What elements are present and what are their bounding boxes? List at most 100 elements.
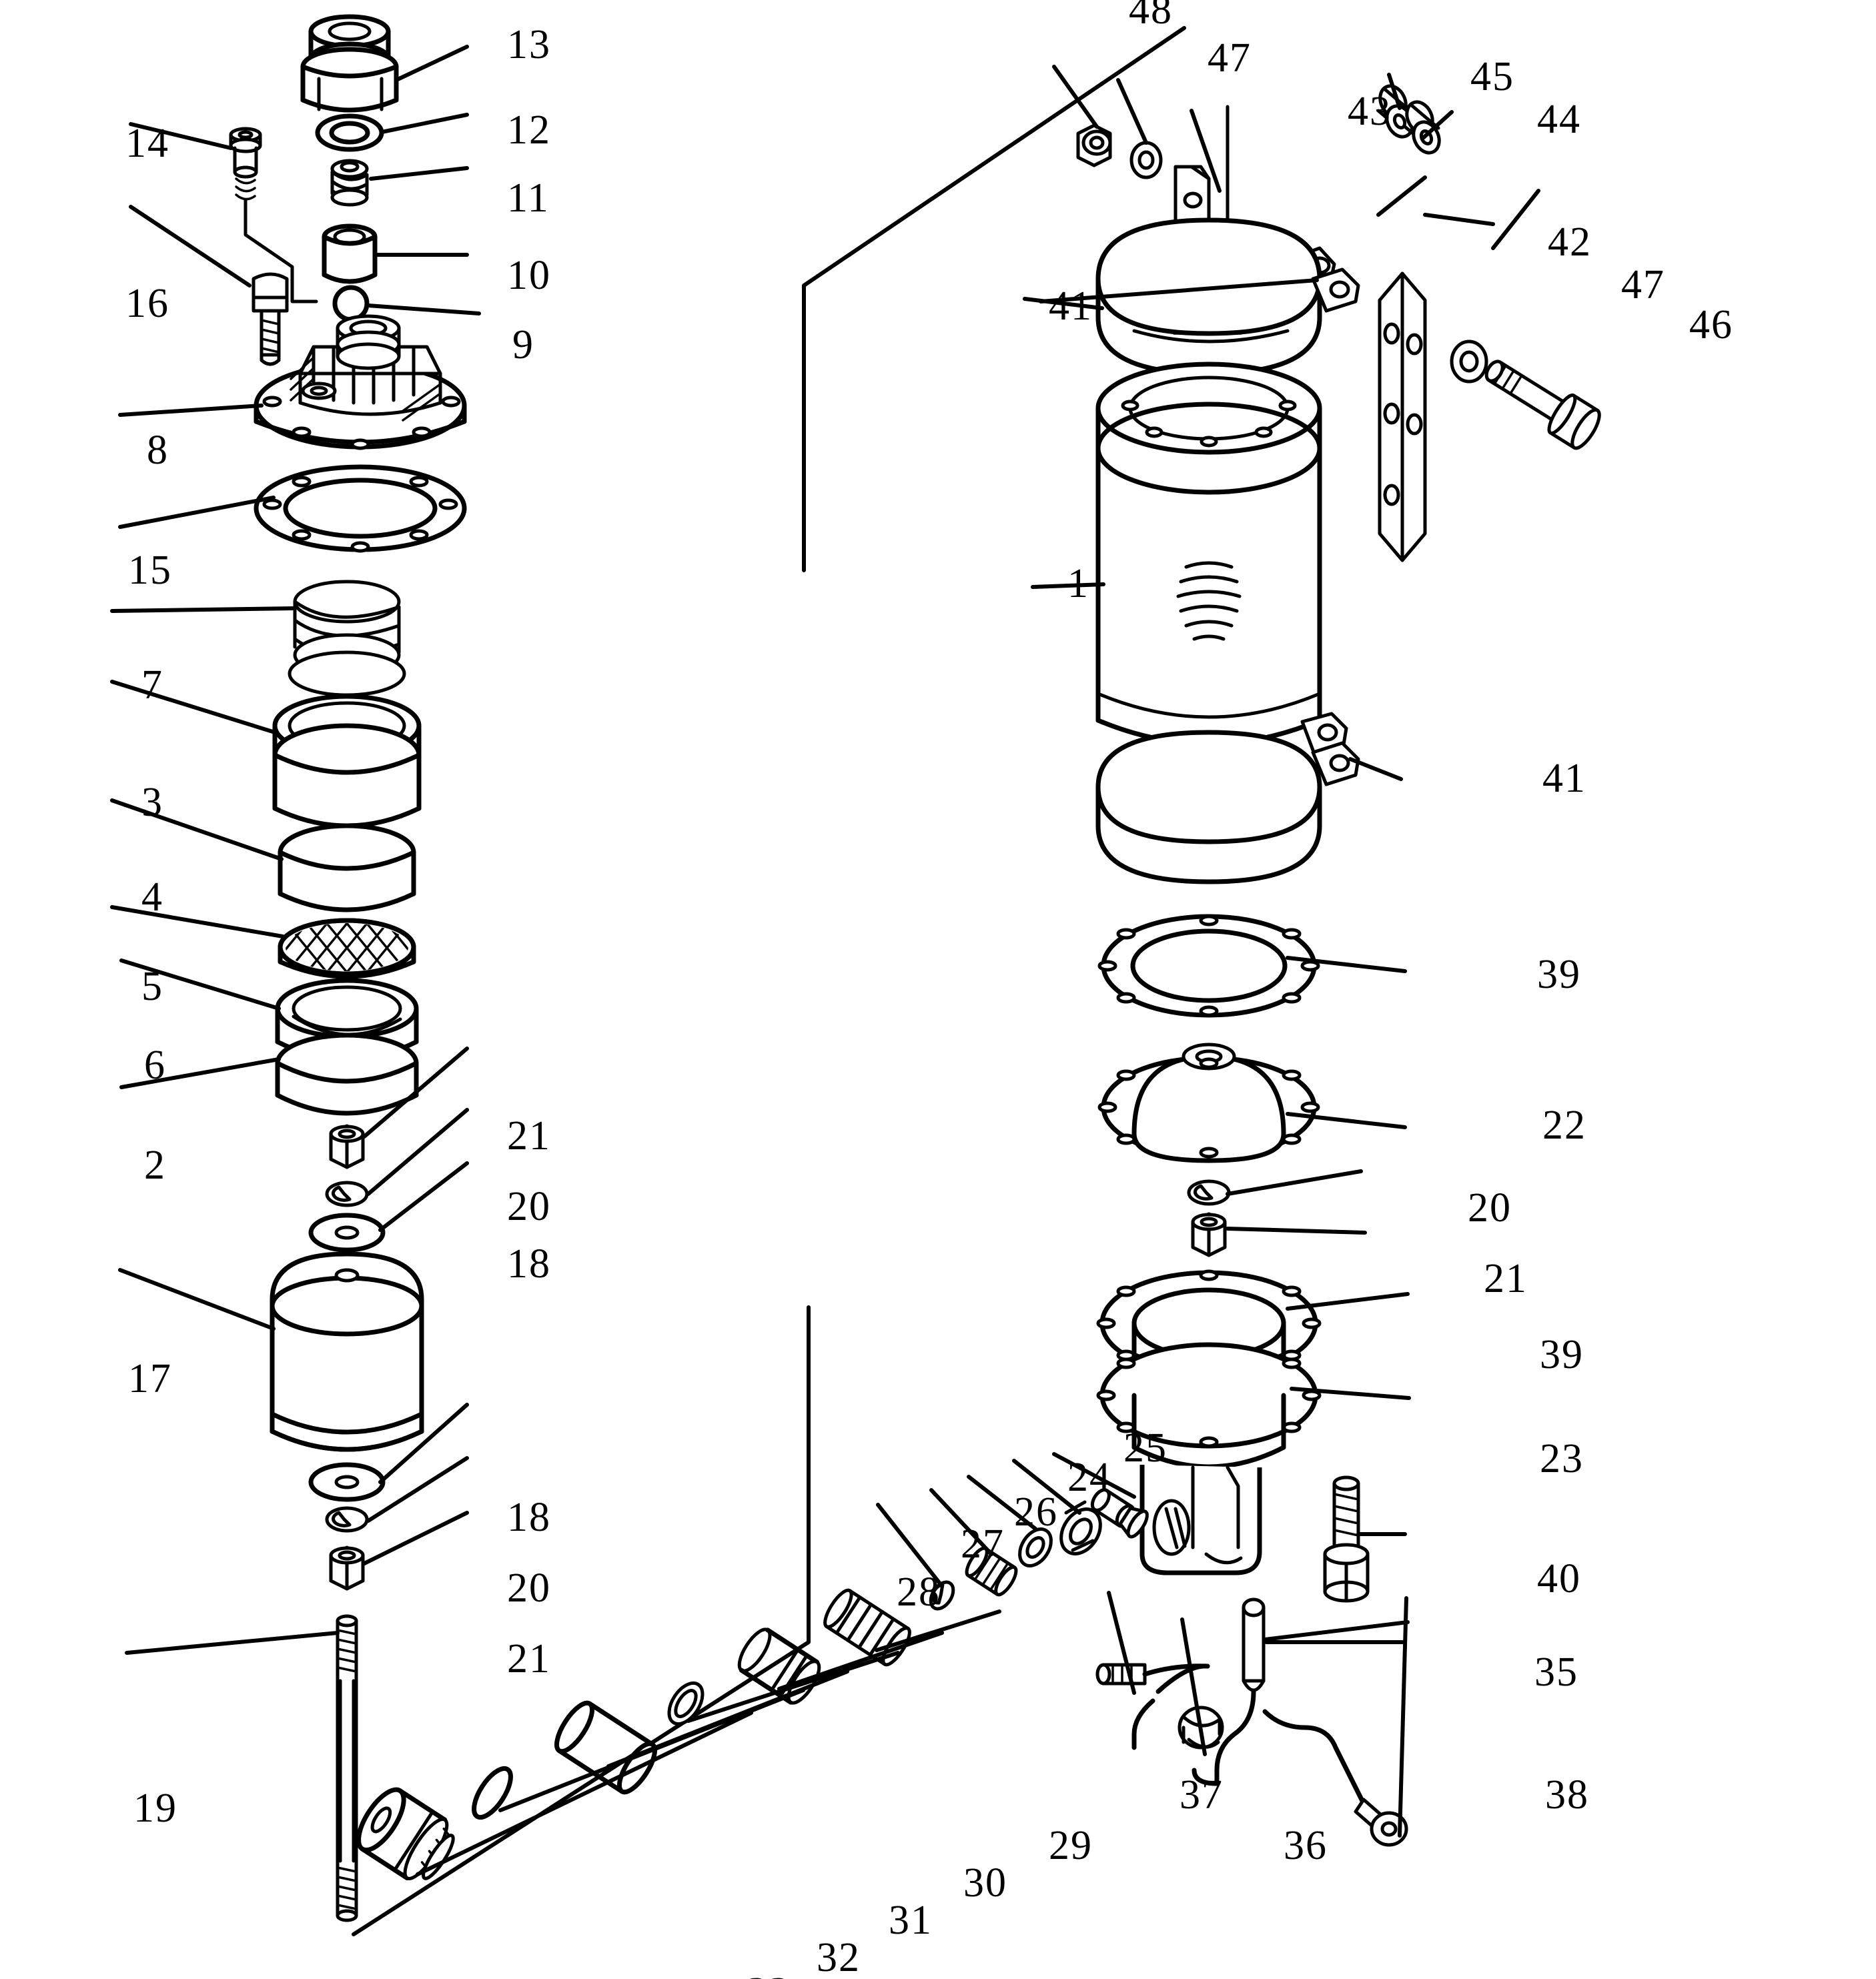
part-47a-washer — [1129, 141, 1163, 179]
callout-3: 3 — [141, 780, 163, 825]
part-11-small-spring — [330, 159, 369, 207]
callout-38: 38 — [1545, 1772, 1589, 1818]
callout-47b: 47 — [1621, 262, 1665, 307]
part-30-piston — [737, 1627, 821, 1705]
part-33-o-ring — [472, 1766, 513, 1820]
callout-48: 48 — [1129, 0, 1173, 33]
callout-1: 1 — [1067, 561, 1089, 606]
callout-23: 23 — [1540, 1436, 1584, 1481]
callout-9: 9 — [512, 322, 534, 368]
part-39a-flange-gasket — [1097, 914, 1320, 1018]
part-42-angle-bracket — [1378, 271, 1427, 562]
part-46-hex-bolt — [1484, 360, 1601, 450]
callout-17: 17 — [128, 1356, 172, 1401]
part-26-washer — [1018, 1527, 1053, 1567]
callout-21c: 21 — [1484, 1256, 1528, 1301]
callout-13: 13 — [507, 22, 551, 67]
callout-30: 30 — [963, 1860, 1007, 1906]
callout-39b: 39 — [1540, 1332, 1584, 1377]
callout-25: 25 — [1123, 1425, 1167, 1471]
part-17-filter-element — [270, 1251, 424, 1452]
part-28-retaining-clip — [929, 1580, 955, 1611]
callout-32: 32 — [817, 1935, 861, 1979]
callout-41a: 41 — [1049, 283, 1093, 329]
callout-21a: 21 — [507, 1113, 551, 1159]
part-40-bolt — [1323, 1475, 1370, 1603]
part-25-plug-fitting — [1090, 1488, 1149, 1539]
callout-18b: 18 — [507, 1495, 551, 1540]
callout-20c: 20 — [1468, 1185, 1512, 1231]
part-44-spacer-bushing — [1403, 100, 1441, 155]
part-31-ring — [667, 1681, 705, 1726]
callout-47a: 47 — [1208, 35, 1252, 81]
part-41b-clamp-band-lower — [1095, 730, 1360, 884]
part-15-gasket — [254, 464, 467, 553]
part-21b-hex-nut — [329, 1545, 365, 1591]
callout-37: 37 — [1180, 1772, 1224, 1818]
part-7-coil-spring — [288, 580, 406, 697]
callout-42: 42 — [1548, 219, 1592, 265]
callout-46: 46 — [1689, 302, 1733, 348]
callout-40: 40 — [1537, 1556, 1581, 1601]
part-47b-washer — [1450, 340, 1488, 384]
part-23-base-housing — [1096, 1321, 1322, 1575]
callout-6: 6 — [144, 1043, 166, 1088]
part-9-ball — [332, 285, 370, 322]
part-3-cylindrical-sleeve — [272, 694, 422, 828]
part-1-main-canister-body — [1095, 362, 1348, 756]
callout-35: 35 — [1534, 1650, 1578, 1695]
part-20c-lock-washer — [1187, 1179, 1231, 1206]
leader-lines — [110, 45, 1540, 1876]
callout-27: 27 — [961, 1521, 1005, 1567]
callout-10: 10 — [507, 253, 551, 298]
callout-21b: 21 — [507, 1636, 551, 1682]
part-5-mesh-screen — [278, 918, 416, 979]
callout-15: 15 — [128, 548, 172, 593]
callout-4: 4 — [141, 874, 163, 920]
part-2-lower-ring — [275, 1033, 419, 1116]
callout-31: 31 — [889, 1898, 933, 1943]
part-10-sleeve-bushing — [322, 223, 378, 284]
part-22-domed-cover-plate — [1097, 1043, 1320, 1163]
mesh-pattern — [286, 923, 408, 971]
part-13-cap-nut — [300, 14, 399, 113]
callout-12: 12 — [507, 107, 551, 153]
callout-2: 2 — [144, 1143, 166, 1188]
part-19-long-stud-rod — [336, 1614, 358, 1922]
part-21c-hex-nut — [1191, 1212, 1227, 1257]
callout-7: 7 — [141, 662, 163, 708]
part-20b-lock-washer — [325, 1506, 369, 1533]
part-21a-hex-nut — [329, 1124, 365, 1169]
callout-19: 19 — [133, 1786, 177, 1831]
part-48-hex-nut — [1076, 123, 1112, 167]
part-18a-flat-washer — [308, 1213, 386, 1253]
part-14-nipple-fitting — [229, 127, 318, 303]
callout-41b: 41 — [1542, 756, 1586, 801]
callout-24: 24 — [1067, 1455, 1111, 1500]
callout-20b: 20 — [507, 1565, 551, 1611]
callout-18a: 18 — [507, 1241, 551, 1287]
part-12-washer — [315, 113, 384, 152]
callout-16: 16 — [125, 281, 169, 326]
part-38-ring-terminal — [1354, 1798, 1408, 1847]
part-16-bolt — [252, 272, 289, 366]
part-24-seal-washer — [1059, 1500, 1102, 1555]
callout-11: 11 — [507, 175, 550, 221]
callout-28: 28 — [897, 1569, 941, 1615]
callout-5: 5 — [141, 964, 163, 1009]
callout-29: 29 — [1049, 1823, 1093, 1868]
callout-45: 45 — [1470, 54, 1514, 99]
part-35-bracket-rod-linkage — [1192, 1597, 1370, 1814]
callout-8: 8 — [147, 428, 169, 473]
section-boundary-upper — [802, 26, 1186, 572]
callout-26: 26 — [1014, 1489, 1058, 1535]
callout-36: 36 — [1284, 1823, 1328, 1868]
part-4-spacer-ring — [278, 823, 416, 912]
section-boundary-lower — [352, 1305, 811, 1936]
callout-33: 33 — [747, 1972, 791, 1979]
part-20a-lock-washer — [325, 1181, 369, 1207]
callout-44: 44 — [1537, 97, 1581, 142]
callout-43: 43 — [1348, 89, 1392, 134]
callout-22: 22 — [1542, 1103, 1586, 1148]
